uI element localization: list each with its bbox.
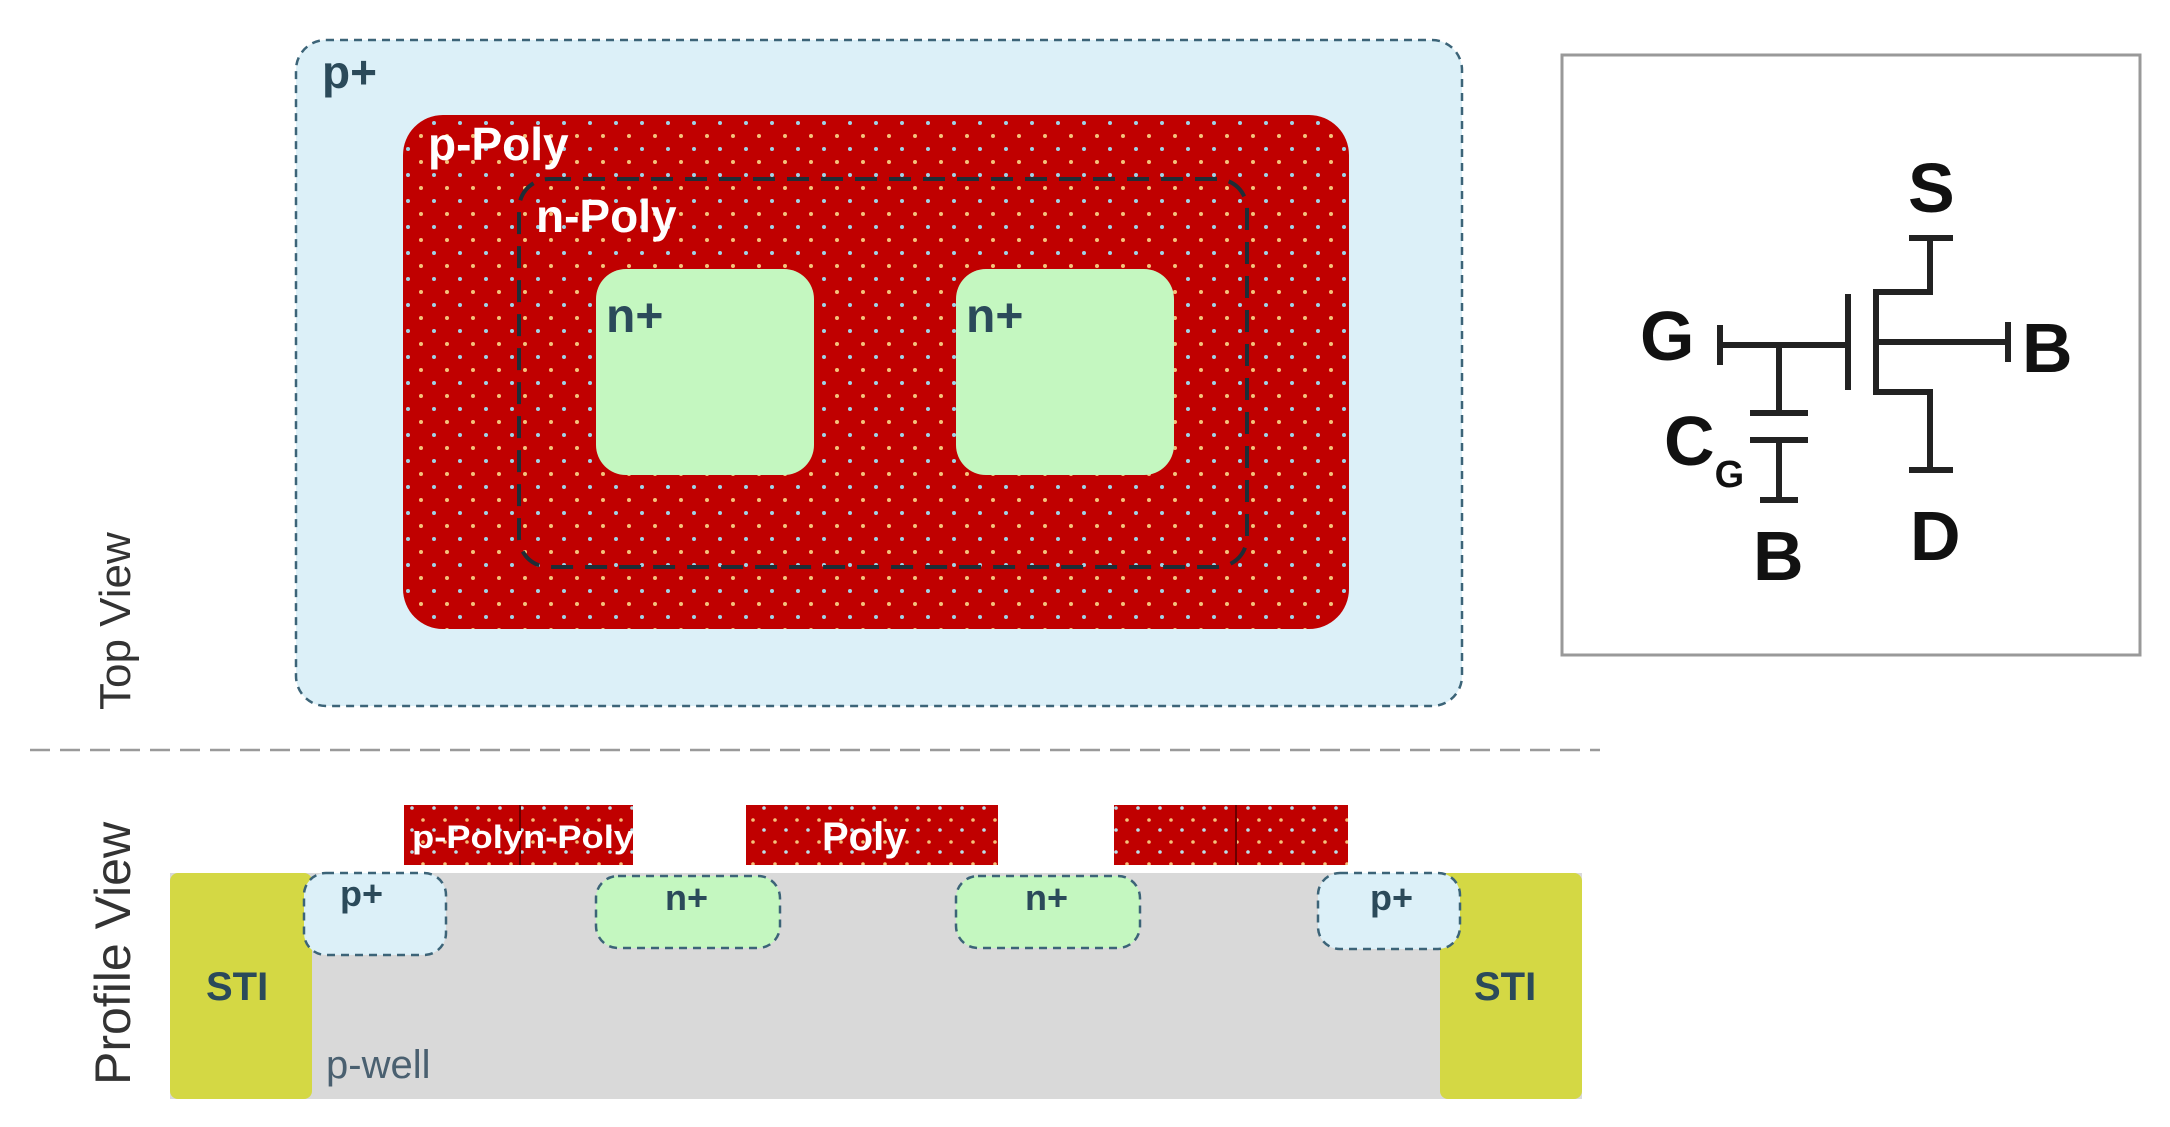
n-plus-left-label: n+ xyxy=(606,290,663,343)
n-plus-implant-left xyxy=(594,874,782,950)
schematic-box: G S B D B CG xyxy=(1560,53,2142,657)
poly-block-center-dots xyxy=(746,805,998,865)
n-plus-implant-right-label: n+ xyxy=(1025,877,1068,918)
top-view-label: Top View xyxy=(91,532,140,710)
source-terminal-label: S xyxy=(1908,149,1955,227)
top-view: p+ p-Poly n-Poly n+ n+ xyxy=(294,38,1464,708)
p-poly-label: p-Poly xyxy=(428,118,569,170)
sti-right xyxy=(1440,873,1582,1099)
p-plus-implant-left xyxy=(302,871,448,957)
p-plus-implant-right-label: p+ xyxy=(1370,877,1413,918)
p-plus-implant-right xyxy=(1316,871,1462,951)
poly-block-right-dots xyxy=(1114,805,1348,865)
sti-right-label: STI xyxy=(1474,965,1536,1009)
n-plus-right-label: n+ xyxy=(966,290,1023,343)
n-poly-label: n-Poly xyxy=(536,190,677,242)
gate-terminal-label: G xyxy=(1640,297,1694,375)
sti-left xyxy=(170,873,312,1099)
p-well-label: p-well xyxy=(326,1043,430,1087)
poly-block-left-label: p-Polyn-Poly xyxy=(412,819,634,855)
gate-capacitance-label: CG xyxy=(1664,402,1744,496)
n-plus-implant-left-label: n+ xyxy=(665,877,708,918)
p-plus-label: p+ xyxy=(322,46,377,98)
bulk-bottom-terminal-label: B xyxy=(1753,517,1804,595)
cap-subscript-text: G xyxy=(1715,454,1745,496)
profile-view-label: Profile View xyxy=(85,821,141,1085)
mosfet-symbol xyxy=(1717,235,2011,503)
bulk-right-terminal-label: B xyxy=(2022,309,2073,387)
n-plus-diffusion-left xyxy=(596,269,814,475)
p-poly-dots xyxy=(403,115,1349,629)
drain-terminal-label: D xyxy=(1910,497,1961,575)
n-plus-diffusion-right xyxy=(956,269,1174,475)
cap-main-text: C xyxy=(1664,402,1715,480)
poly-block-center-label: Poly xyxy=(822,815,907,859)
profile-view: p-well STI STI p+ n+ n+ p+ p-Polyn-Poly … xyxy=(170,805,1582,1099)
p-plus-implant-left-label: p+ xyxy=(340,873,383,914)
n-plus-implant-right xyxy=(954,874,1142,950)
sti-left-label: STI xyxy=(206,965,268,1009)
poly-block-left-dots xyxy=(404,805,633,865)
